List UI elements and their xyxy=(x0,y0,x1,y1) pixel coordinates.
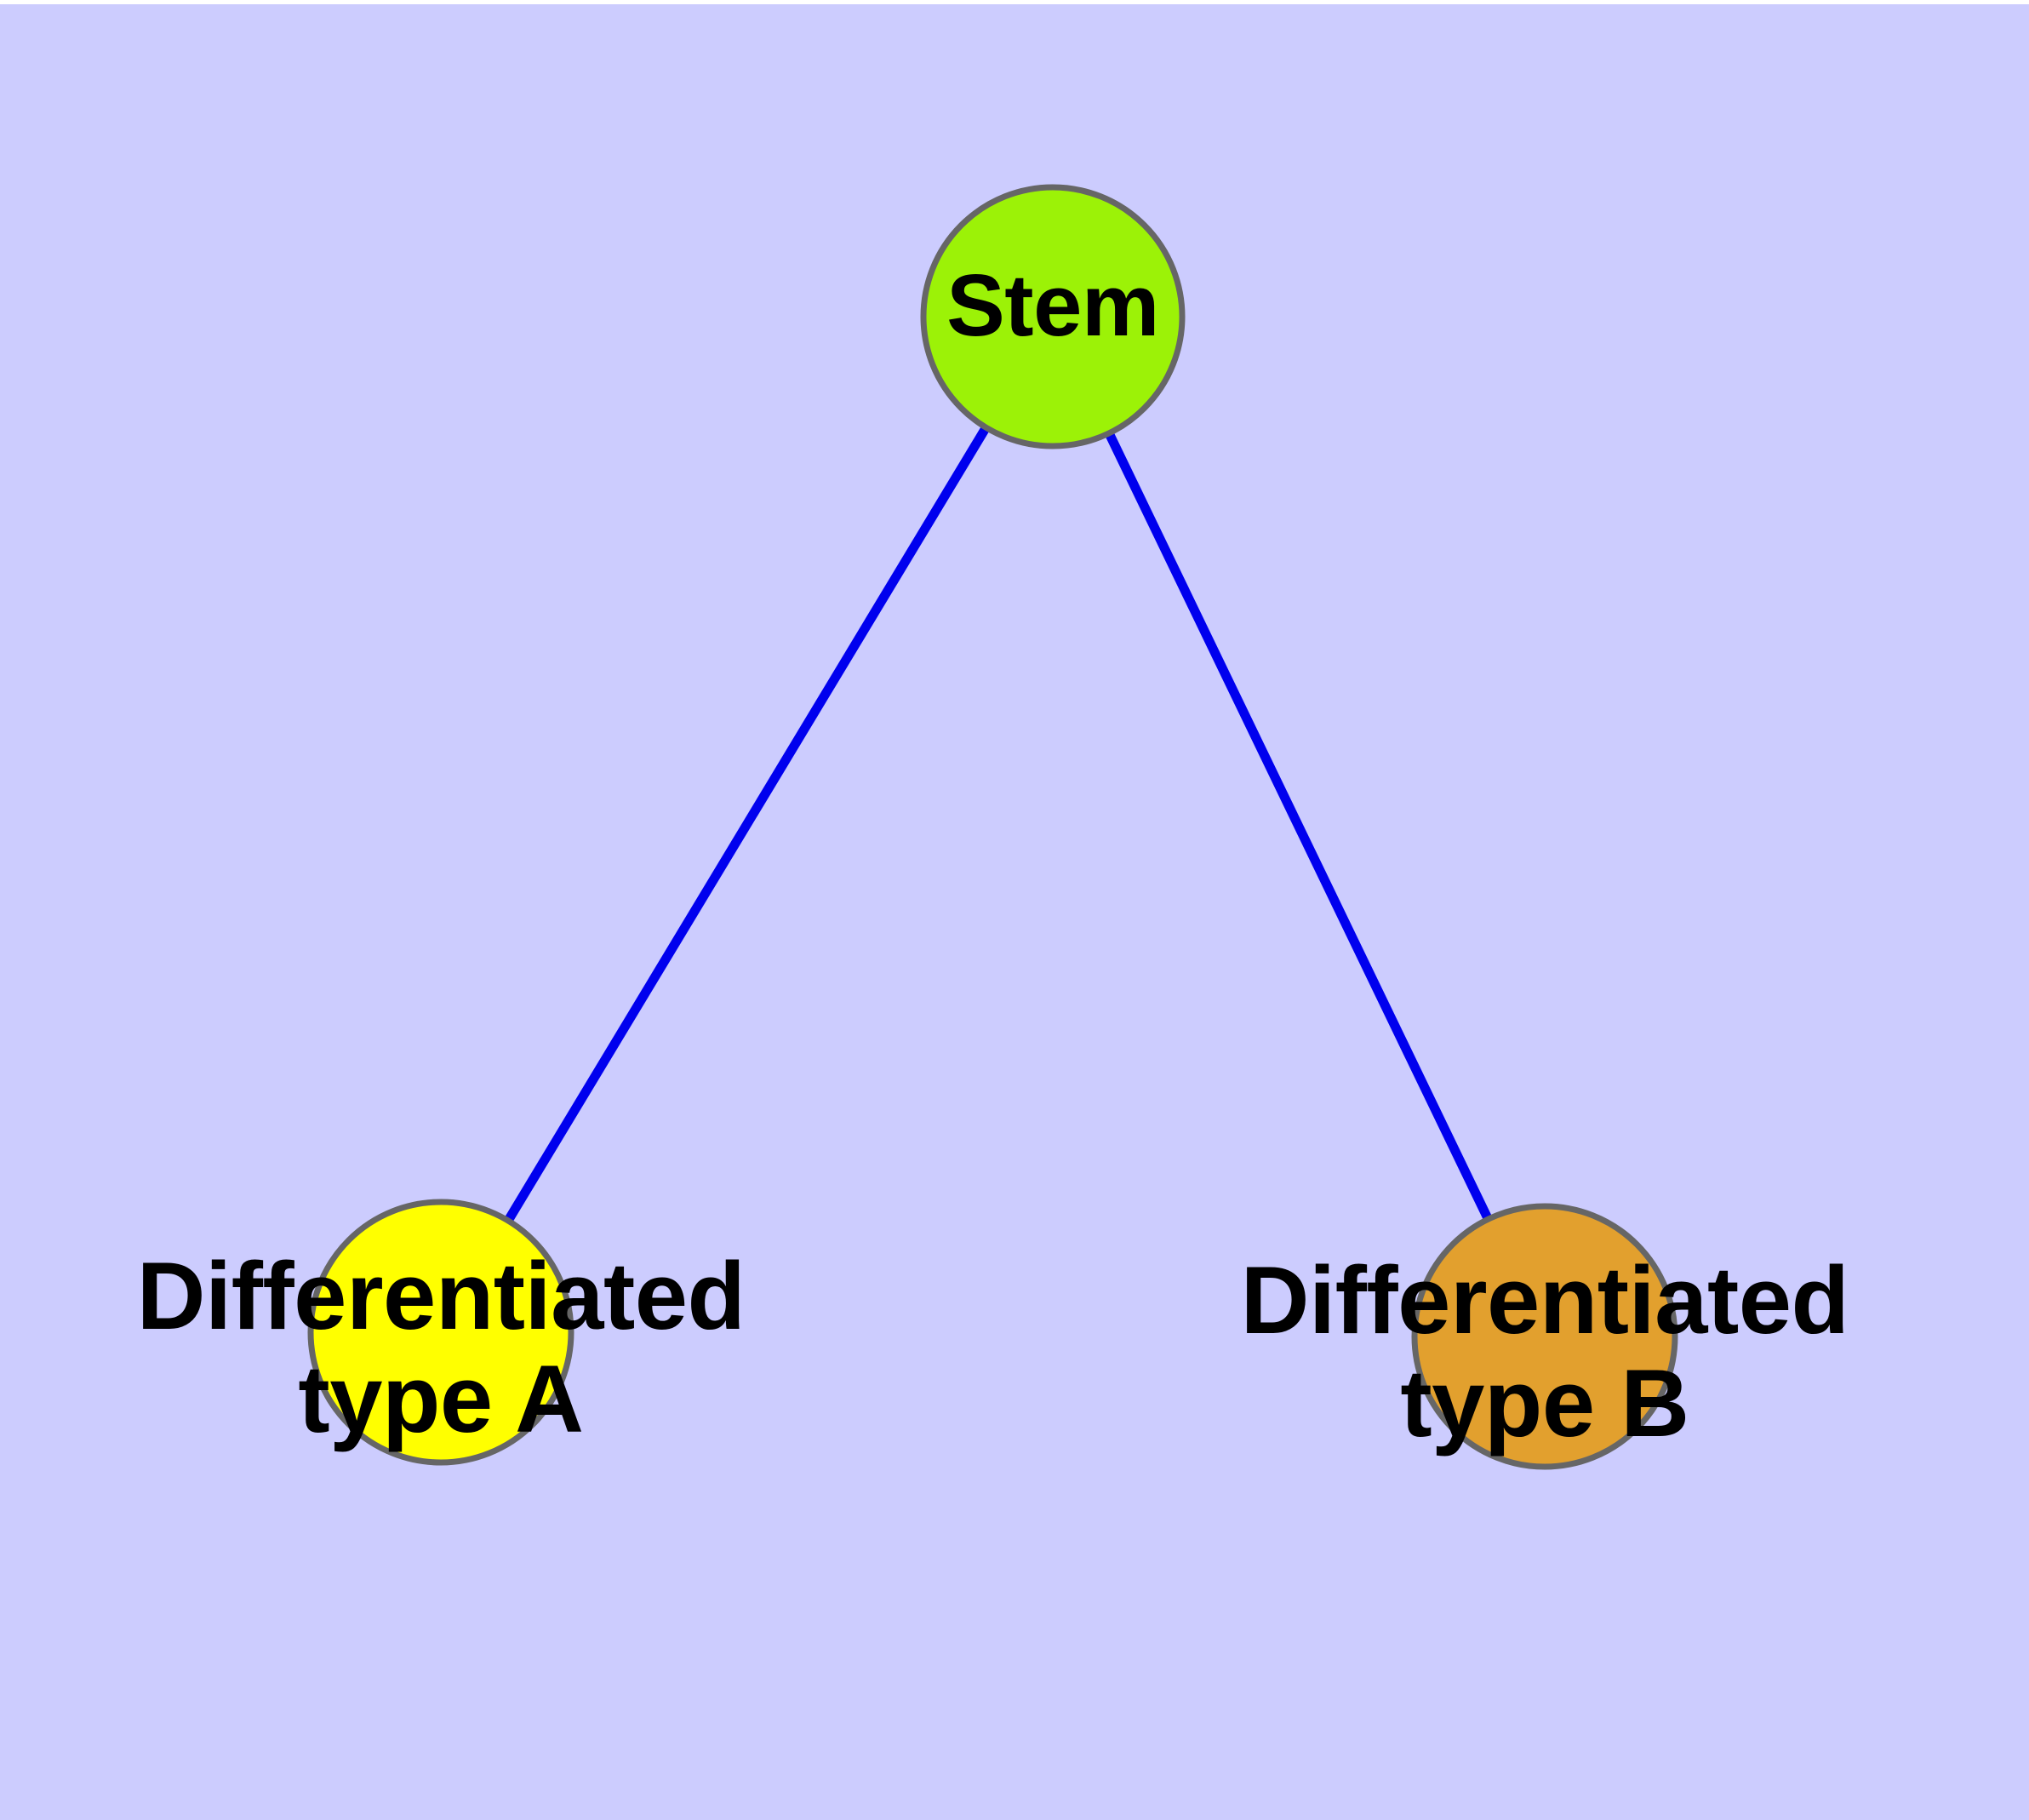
nodes-layer xyxy=(307,184,1678,1470)
edges-layer xyxy=(505,426,1492,1222)
node-stem[interactable] xyxy=(920,184,1186,449)
edge-stem-to-differentiated-type-a[interactable] xyxy=(505,426,990,1222)
node-differentiated-type-a[interactable] xyxy=(307,1199,574,1466)
node-differentiated-type-b[interactable] xyxy=(1411,1203,1678,1470)
edge-stem-to-differentiated-type-b[interactable] xyxy=(1105,432,1492,1220)
